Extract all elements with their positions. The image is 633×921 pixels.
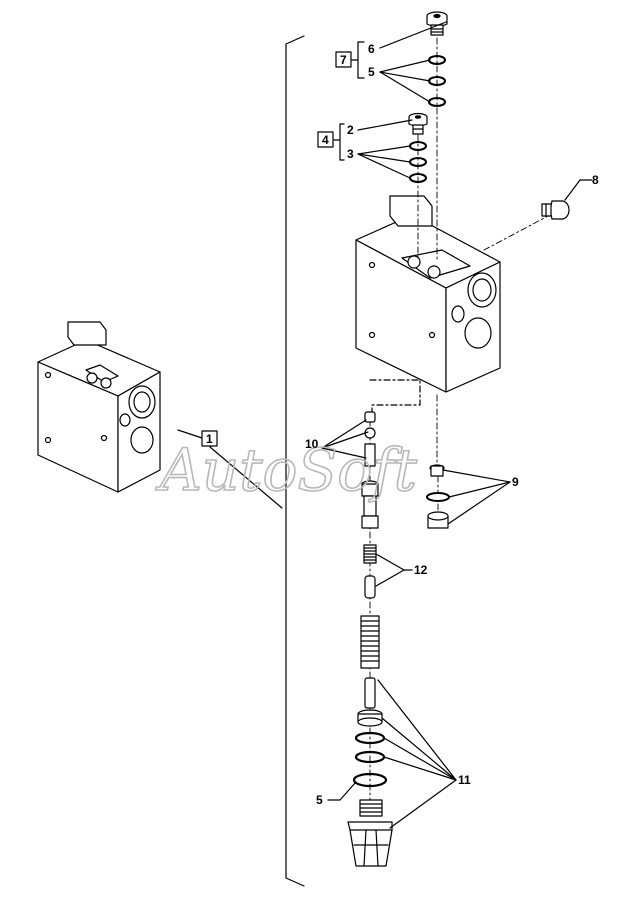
callout-10: 10 [305,437,319,451]
plug-8 [541,200,570,220]
callout-3: 3 [347,147,354,161]
callout-labels: 6 5 7 2 3 4 8 1 10 9 12 11 5 [206,42,599,807]
callout-1: 1 [206,432,213,446]
watermark: AutoSoft [155,436,418,504]
spring-pin-12 [363,544,377,599]
main-spring [360,615,380,669]
o-rings-3 [409,141,427,183]
piston [357,677,383,727]
hidden-passage [369,379,421,413]
leader-lines-1 [177,429,283,509]
callout-12: 12 [414,563,428,577]
group-braces [333,41,365,161]
callout-4: 4 [322,133,329,147]
valve-block-main [355,195,501,393]
callout-5-bottom: 5 [316,793,323,807]
plug-9 [426,464,450,529]
box-label-7 [335,51,352,68]
boxed-label-frames [201,51,352,447]
plug-6 [426,11,448,36]
check-valve-parts-10 [364,411,376,467]
plug-2 [408,112,428,135]
valve-block-assembly-small [37,321,161,493]
poppet [361,480,379,529]
box-label-4 [317,131,334,148]
adjuster-cap [347,799,393,867]
callout-2: 2 [347,123,354,137]
callout-5-top: 5 [368,65,375,79]
callout-6: 6 [368,42,375,56]
assembly-bracket [285,35,305,887]
callout-9: 9 [512,475,519,489]
callout-11: 11 [458,773,471,787]
callout-7: 7 [340,53,347,67]
leader-lines [321,21,593,829]
centerlines [369,37,549,801]
callout-8: 8 [592,173,599,187]
box-label-1 [201,430,218,447]
